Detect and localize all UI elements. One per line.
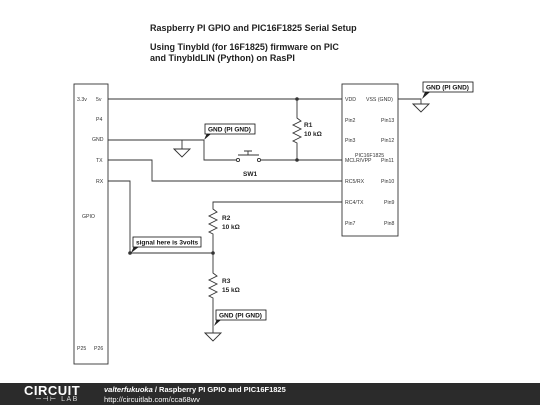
pic-pin-7: Pin7 [345,221,355,227]
pic-pin-11: Pin11 [381,158,394,164]
pic-pin-rc4: RC4/TX [345,200,364,206]
pic-pin-13: Pin13 [381,118,394,124]
pic-pin-vss: VSS (GND) [366,97,393,103]
title-line-1: Raspberry PI GPIO and PIC16F1825 Serial … [150,23,357,33]
sw1-switch [235,150,262,163]
wire-tx-rx [108,159,342,182]
pic-pin-rc5: RC5/RX [345,179,365,185]
pic-pin-vdd: VDD [345,97,356,103]
project-title: Raspberry PI GPIO and PIC16F1825 [159,385,286,394]
pic-pin-mclr: MCLR/VPP [345,158,372,164]
wire-vss-gnd [398,98,422,104]
footer-title-line: valterfukuoka / Raspberry PI GPIO and PI… [104,385,286,394]
gpio-pin-rx: RX [96,179,104,185]
r2-value: 10 kΩ [222,224,240,231]
gnd-tag-right-text: GND (PI GND) [426,85,469,92]
gpio-pin-p4: P4 [96,117,102,123]
ground-symbol-gpio [172,140,192,158]
footer-separator: / [152,385,160,394]
r1-name: R1 [304,122,313,129]
sw1-name: SW1 [243,171,257,178]
logo-sub-text: LAB [61,396,79,403]
r3-name: R3 [222,278,231,285]
gpio-block [73,83,109,365]
circuitlab-logo-sub: ─⊣⊢ LAB [36,396,79,404]
gpio-pin-5v: 5v [96,97,102,103]
r3-resistor [207,253,219,330]
pic-pin-8: Pin8 [384,221,394,227]
r2-resistor [207,201,342,253]
logo-symbol-icon: ─⊣⊢ [36,396,58,403]
r2-name: R2 [222,215,231,222]
ground-symbol-right [411,103,431,113]
wire-gnd-switch [203,140,236,161]
footer-bar [0,383,540,405]
gpio-pin-p25: P25 [77,346,86,352]
pic-pin-12: Pin12 [381,138,394,144]
footer-url-text[interactable]: http://circuitlab.com/cca68wv [104,395,200,404]
gpio-pin-gnd: GND [92,137,104,143]
gnd-tag-bottom-text: GND (PI GND) [219,313,262,320]
r1-value: 10 kΩ [304,131,322,138]
title-line-3: and TinybldLIN (Python) on RasPI [150,53,295,63]
author-link[interactable]: valterfukuoka [104,385,153,394]
pic-pin-3: Pin3 [345,138,355,144]
pic-block [341,83,399,237]
pic-chip-label: PIC16F1825 [355,153,384,159]
ground-symbol-bottom [203,330,223,342]
pic-pin-9: Pin9 [384,200,394,206]
gpio-pin-tx: TX [96,158,103,164]
footer-url[interactable]: http://circuitlab.com/cca68wv [104,395,200,404]
circuitlab-logo[interactable]: CIRCUIT [24,384,80,397]
junction-rx [128,251,132,255]
signal-tag-text: signal here is 3volts [136,240,199,247]
gpio-label: GPIO [82,214,95,220]
signal-tag: signal here is 3volts [131,236,202,253]
gpio-pin-3v3: 3.3v [77,97,87,103]
gpio-pin-p26: P26 [94,346,103,352]
r3-value: 15 kΩ [222,287,240,294]
gnd-tag-right: GND (PI GND) [422,81,474,99]
logo-main-text: CIRCUIT [24,383,81,398]
pic-pin-10: Pin10 [381,179,394,185]
pic-pin-2: Pin2 [345,118,355,124]
title-line-2: Using Tinybld (for 16F1825) firmware on … [150,42,339,52]
r1-resistor [291,99,303,160]
gnd-tag-bottom: GND (PI GND) [214,309,267,326]
gnd-tag-mid-text: GND (PI GND) [208,127,251,134]
gnd-tag-mid: GND (PI GND) [204,123,256,140]
wire-rx-divider [108,180,213,254]
